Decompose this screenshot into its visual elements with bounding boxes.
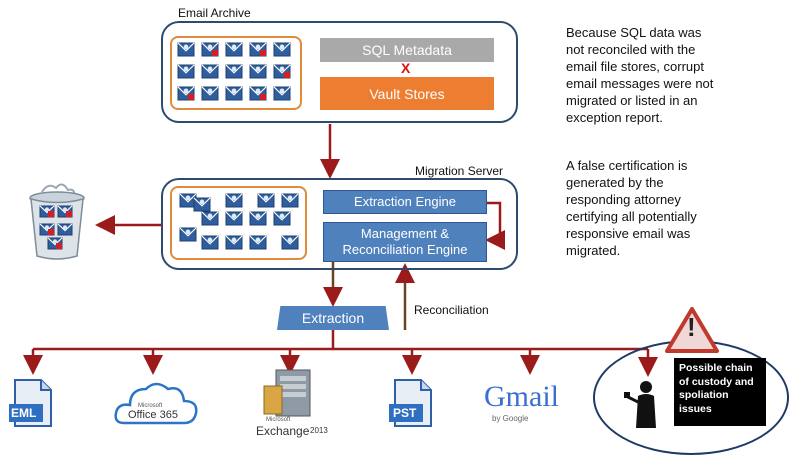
email-envelope-icon bbox=[273, 42, 291, 57]
email-envelope-icon bbox=[225, 235, 243, 250]
attorney-silhouette-icon bbox=[624, 381, 656, 428]
archive-title: Email Archive bbox=[178, 6, 251, 20]
callout-line-4: issues bbox=[679, 402, 712, 415]
email-envelope-icon bbox=[177, 86, 195, 101]
email-envelope-icon bbox=[273, 64, 291, 79]
broken-link-x: X bbox=[401, 60, 411, 76]
migration-server-box bbox=[161, 178, 518, 270]
email-grid bbox=[179, 193, 299, 250]
email-envelope-icon bbox=[249, 235, 267, 250]
migration-email-panel bbox=[170, 186, 307, 260]
note1-line-4: email messages were not bbox=[566, 76, 714, 91]
email-envelope-icon bbox=[249, 86, 267, 101]
email-envelope-icon bbox=[201, 86, 219, 101]
email-grid bbox=[177, 42, 291, 101]
email-envelope-icon bbox=[225, 64, 243, 79]
extraction-box: Extraction bbox=[277, 306, 389, 330]
sql-metadata-label: SQL Metadata bbox=[362, 42, 452, 58]
email-envelope-icon bbox=[57, 223, 73, 236]
email-envelope-icon bbox=[273, 211, 291, 226]
reconciliation-engine-label-1: Management & bbox=[360, 225, 450, 241]
email-envelope-icon bbox=[201, 235, 219, 250]
email-envelope-icon bbox=[201, 211, 219, 226]
email-envelope-icon bbox=[249, 64, 267, 79]
note1-line-1: Because SQL data was bbox=[566, 25, 702, 40]
note2-line-5: responsive email was bbox=[566, 226, 691, 241]
pst-label: PST bbox=[393, 406, 417, 420]
email-envelope-icon bbox=[39, 205, 55, 218]
callout-line-2: of custody and bbox=[679, 375, 754, 388]
email-envelope-icon bbox=[225, 193, 243, 208]
trash-can-icon bbox=[29, 183, 85, 260]
email-envelope-icon bbox=[201, 42, 219, 57]
gmail-label: Gmail bbox=[484, 380, 559, 413]
email-envelope-icon bbox=[281, 193, 299, 208]
email-envelope-icon bbox=[249, 211, 267, 226]
note-paragraph-1: Because SQL data was not reconciled with … bbox=[566, 24, 781, 126]
sql-metadata-box: SQL Metadata bbox=[320, 38, 494, 62]
email-archive-box bbox=[161, 21, 518, 123]
email-envelope-icon bbox=[177, 42, 195, 57]
exchange-logo: Microsoft Exchange 2013 bbox=[252, 368, 342, 442]
note1-line-3: email file stores, corrupt bbox=[566, 59, 704, 74]
note2-line-4: certifying all potentially bbox=[566, 209, 697, 224]
note1-line-5: migrated or listed in an bbox=[566, 93, 698, 108]
vault-stores-box: Vault Stores bbox=[320, 77, 494, 110]
email-envelope-icon bbox=[179, 193, 197, 208]
office365-label: Office 365 bbox=[128, 409, 178, 421]
email-envelope-icon bbox=[193, 197, 211, 212]
email-envelope-icon bbox=[273, 86, 291, 101]
note2-line-3: responding attorney bbox=[566, 192, 681, 207]
email-envelope-icon bbox=[177, 64, 195, 79]
engine-link-arrow bbox=[485, 201, 505, 250]
email-envelope-icon bbox=[179, 227, 197, 242]
email-envelope-icon bbox=[281, 235, 299, 250]
email-envelope-icon bbox=[201, 64, 219, 79]
email-envelope-icon bbox=[39, 223, 55, 236]
office365-logo: Microsoft Office 365 bbox=[112, 375, 200, 430]
exchange-year-label: 2013 bbox=[310, 426, 328, 435]
eml-file-icon: EML bbox=[9, 378, 55, 428]
email-envelope-icon bbox=[47, 237, 63, 250]
email-envelope-icon bbox=[249, 42, 267, 57]
callout-line-1: Possible chain bbox=[679, 362, 753, 374]
extraction-label: Extraction bbox=[301, 310, 365, 326]
exchange-small-label: Microsoft bbox=[266, 417, 291, 423]
vault-stores-label: Vault Stores bbox=[369, 85, 445, 102]
email-envelope-icon bbox=[225, 211, 243, 226]
email-envelope-icon bbox=[257, 193, 275, 208]
reconciliation-engine-box: Management & Reconciliation Engine bbox=[323, 222, 487, 262]
migration-title: Migration Server bbox=[415, 164, 504, 178]
eml-label: EML bbox=[11, 406, 37, 420]
warning-exclamation: ! bbox=[687, 312, 696, 342]
note2-line-2: generated by the bbox=[566, 175, 664, 190]
extraction-engine-box: Extraction Engine bbox=[323, 190, 487, 214]
note2-line-6: migrated. bbox=[566, 243, 621, 258]
note1-line-2: not reconciled with the bbox=[566, 42, 696, 57]
callout-line-3: spoliation bbox=[679, 389, 729, 401]
pst-file-icon: PST bbox=[389, 378, 435, 428]
office365-small-label: Microsoft bbox=[138, 403, 163, 409]
email-envelope-icon bbox=[225, 86, 243, 101]
archive-email-panel bbox=[170, 36, 302, 110]
note1-line-6: exception report. bbox=[566, 110, 663, 125]
exchange-label: Exchange bbox=[256, 424, 310, 438]
gmail-logo: Gmail by Google bbox=[484, 380, 584, 430]
email-envelope-icon bbox=[225, 42, 243, 57]
gmail-by-label: by Google bbox=[492, 414, 529, 423]
email-envelope-icon bbox=[57, 205, 73, 218]
note-paragraph-2: A false certification is generated by the… bbox=[566, 157, 781, 259]
reconciliation-label: Reconciliation bbox=[414, 303, 489, 317]
extraction-engine-label: Extraction Engine bbox=[354, 193, 456, 209]
note2-line-1: A false certification is bbox=[566, 158, 688, 173]
warning-triangle-icon bbox=[665, 307, 719, 353]
reconciliation-engine-label-2: Reconciliation Engine bbox=[342, 242, 468, 257]
